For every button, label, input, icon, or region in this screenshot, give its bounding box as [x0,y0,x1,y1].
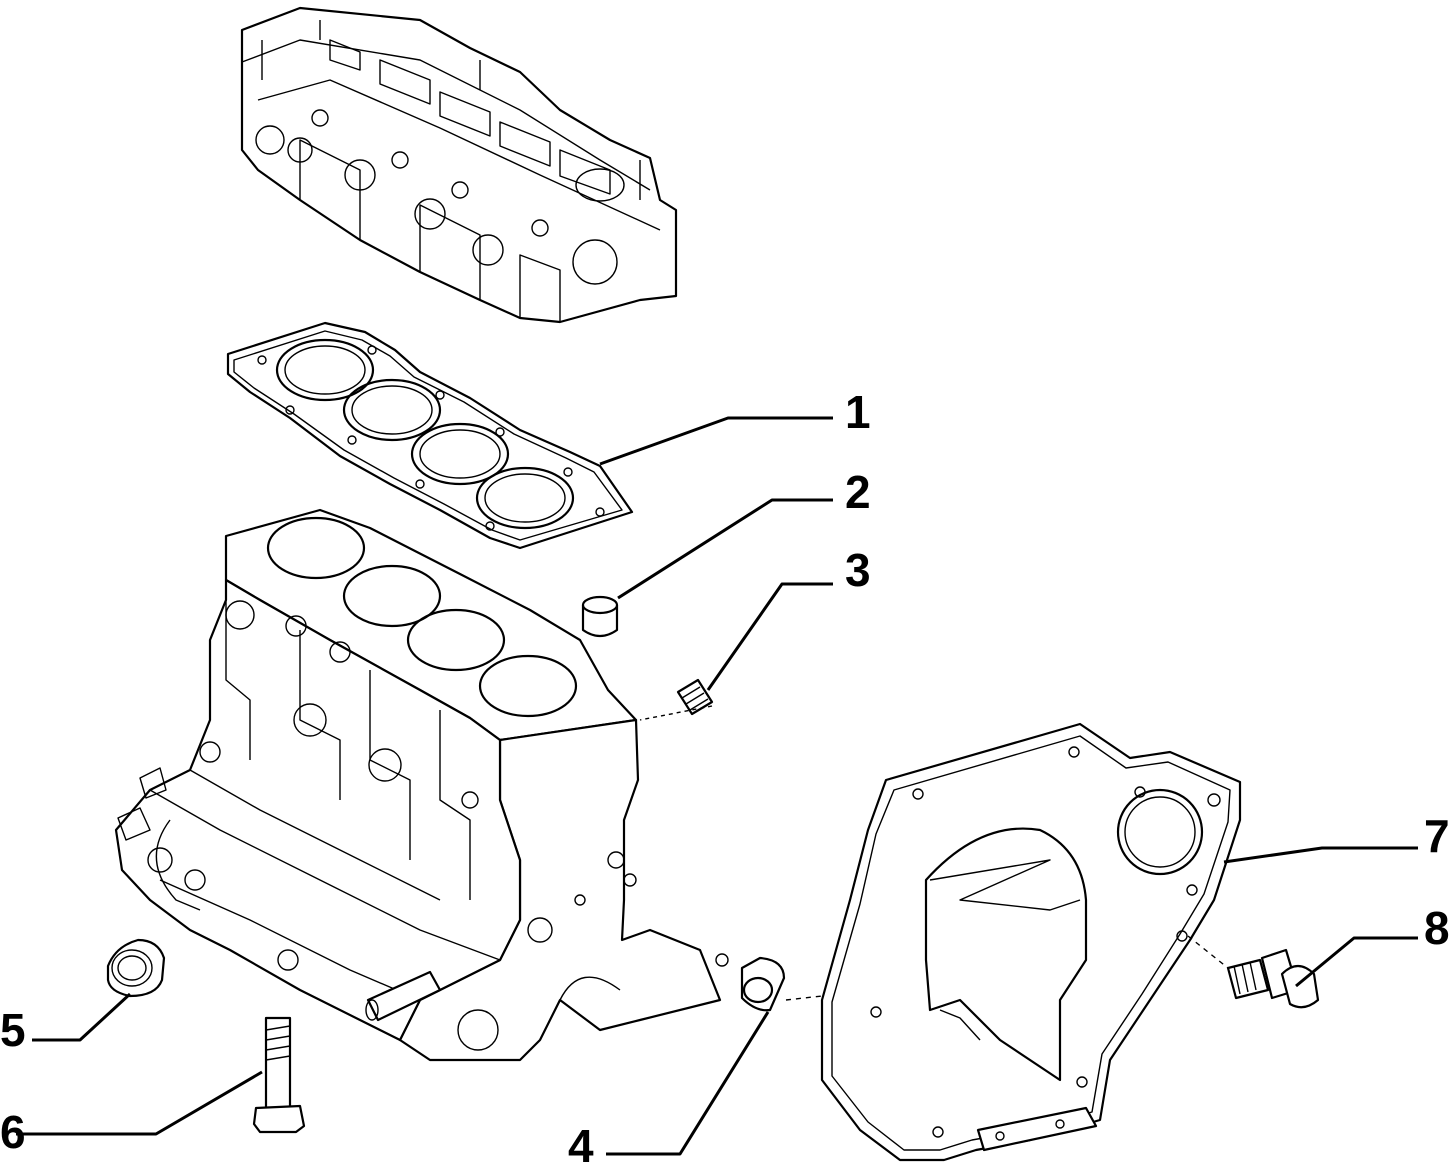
part-5-seal-ring [106,938,166,998]
callout-1: 1 [845,386,871,438]
callout-5: 5 [0,1004,26,1056]
leader-3 [706,582,833,691]
leader-5 [32,992,132,1042]
callout-3: 3 [845,544,871,596]
leader-lines [16,416,1418,1156]
part-6-bolt [252,1016,306,1134]
callout-7: 7 [1424,810,1450,862]
part-8-bolt [1187,935,1320,1009]
cylinder-head [240,6,678,324]
part-3-plug [639,678,714,721]
callout-labels: 1 2 3 4 5 6 7 8 [0,386,1450,1172]
part-2-bushing [581,595,619,638]
callout-6: 6 [0,1106,26,1158]
leader-4 [606,1011,770,1156]
callout-4: 4 [568,1120,594,1172]
leader-1 [599,416,833,466]
part-4-bushing [740,956,823,1012]
callout-8: 8 [1424,902,1450,954]
head-gasket [226,321,634,550]
callout-2: 2 [845,466,871,518]
part-7-cover-plate [820,722,1242,1162]
leader-6 [16,1070,263,1136]
leader-2 [617,498,833,600]
engine-block [114,508,729,1062]
leader-8 [1295,936,1418,988]
leader-7 [1223,846,1418,864]
